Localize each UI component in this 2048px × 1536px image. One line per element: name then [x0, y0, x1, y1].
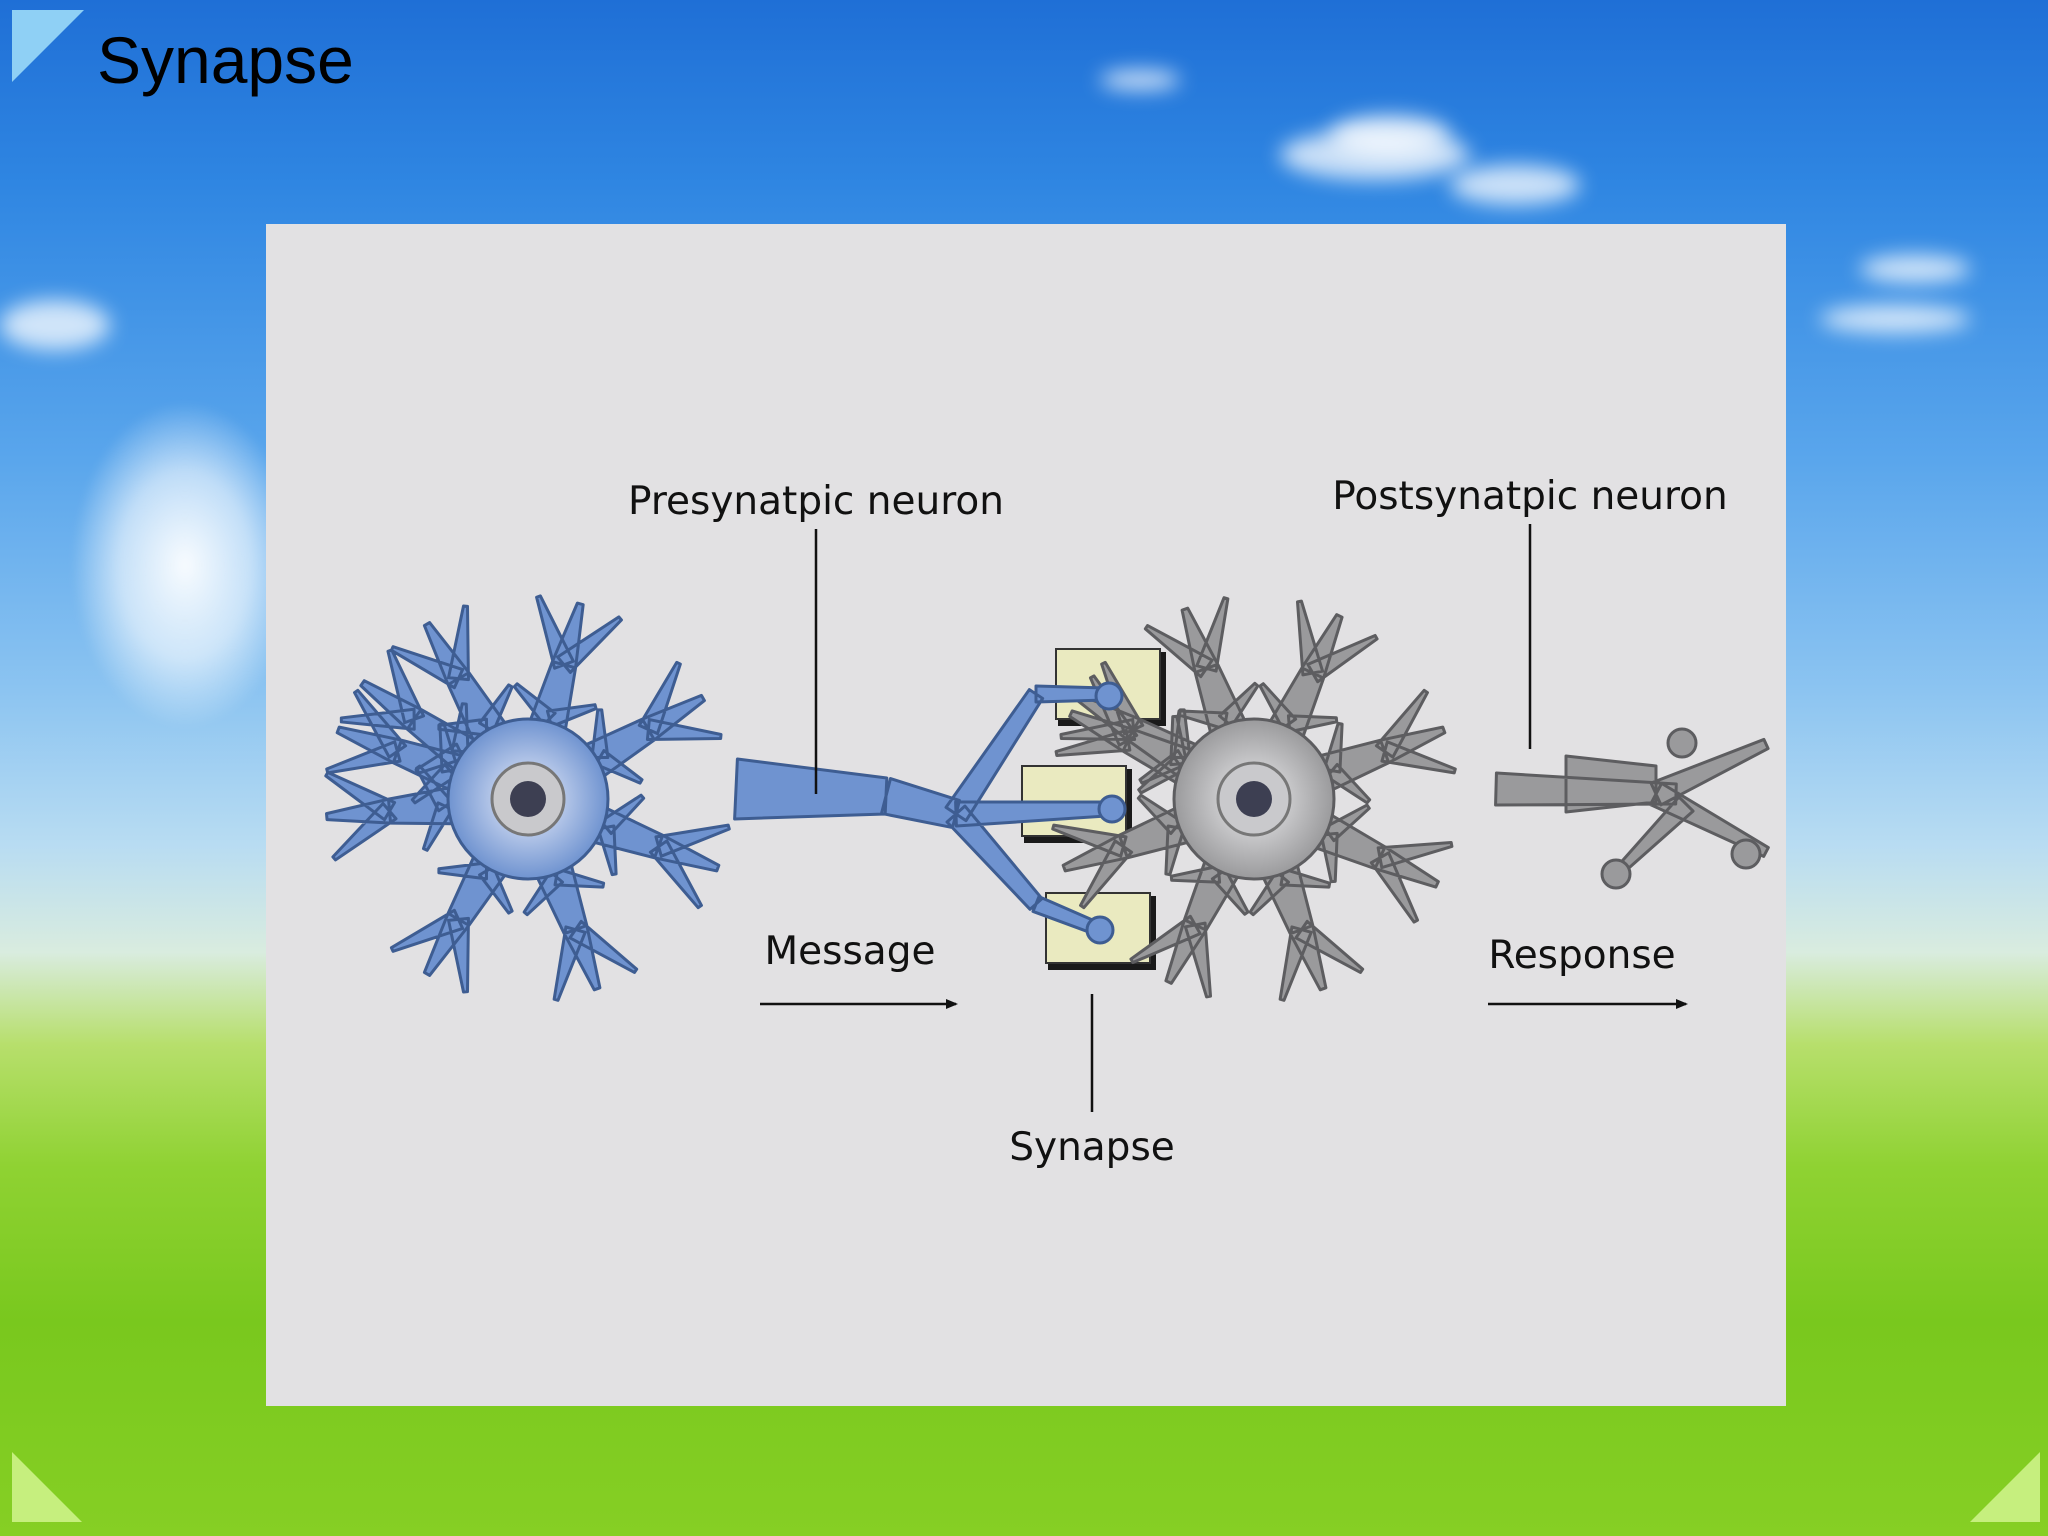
corner-decoration-bottom-left [12, 1452, 82, 1522]
synapse-diagram: Presynatpic neuron Postsynatpic neuron M… [324, 474, 1770, 1170]
corner-decoration-top-left [12, 10, 84, 82]
postsynaptic-neuron [1051, 596, 1770, 1002]
postsynaptic-neuron-label: Postsynatpic neuron [1332, 474, 1728, 519]
synapse-figure: Presynatpic neuron Postsynatpic neuron M… [266, 224, 1786, 1406]
response-label: Response [1488, 933, 1675, 978]
presynaptic-neuron [324, 594, 1127, 1002]
synapse-label: Synapse [1009, 1125, 1175, 1170]
slide-title: Synapse [97, 23, 354, 97]
message-label: Message [765, 929, 936, 974]
presynaptic-neuron-label: Presynatpic neuron [628, 479, 1004, 524]
corner-decoration-bottom-right [1970, 1452, 2040, 1522]
